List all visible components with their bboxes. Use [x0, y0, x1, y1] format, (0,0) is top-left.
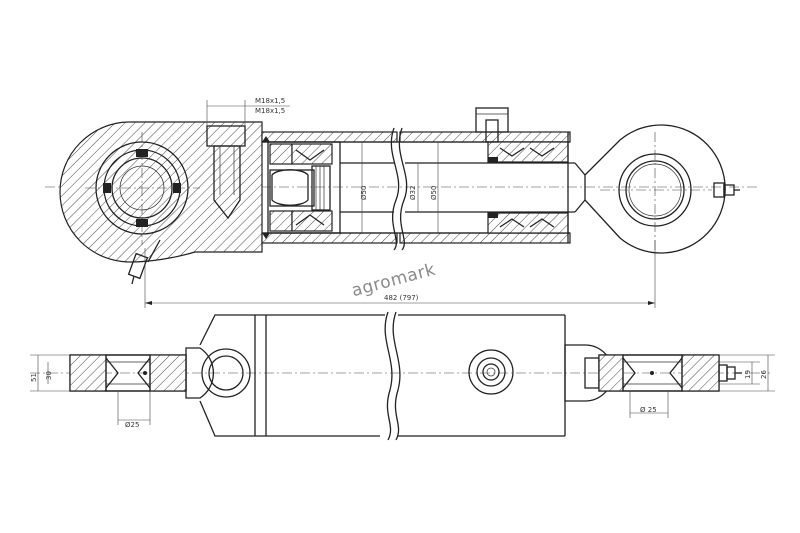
port-boss-right: [475, 107, 509, 143]
barrel-side: [199, 311, 566, 441]
section-view: M18x1,5 M18x1,5: [45, 97, 760, 308]
dim-dia-piston-left: Ø50: [360, 186, 368, 200]
side-port: [468, 349, 514, 395]
dim-right-height-inner: 19: [744, 370, 752, 379]
dim-left-height-inner: 30: [45, 371, 53, 380]
port-note-top: M18x1,5: [255, 97, 285, 105]
dim-right-pin-dia: Ø 25: [640, 406, 657, 414]
dim-left-height-outer: 51: [30, 373, 38, 382]
piston-rod: [340, 162, 586, 213]
rod-gland: [487, 132, 569, 243]
dim-left-pin-dia: Ø25: [125, 421, 139, 429]
break-line-right: [398, 127, 408, 251]
piston: [262, 136, 341, 239]
left-clevis: [69, 354, 187, 392]
side-view: 51 30 Ø25 Ø 25 19 26: [30, 311, 775, 441]
dim-dia-piston-mid: Ø32: [409, 186, 417, 200]
left-grease-nipple: [127, 239, 161, 285]
break-line-left: [390, 127, 400, 251]
oil-channel: [213, 145, 241, 220]
right-eye: [584, 124, 726, 254]
right-clevis: [598, 354, 742, 392]
left-eye-body: [59, 121, 263, 263]
right-grease-nipple: [713, 182, 740, 198]
dim-right-height-outer: 26: [760, 370, 768, 379]
port-note-bottom: M18x1,5: [255, 107, 285, 115]
dim-dia-rod: Ø50: [430, 186, 438, 200]
left-pivot-boss: [201, 348, 251, 398]
dim-overall-length: 482 (797): [384, 294, 419, 302]
